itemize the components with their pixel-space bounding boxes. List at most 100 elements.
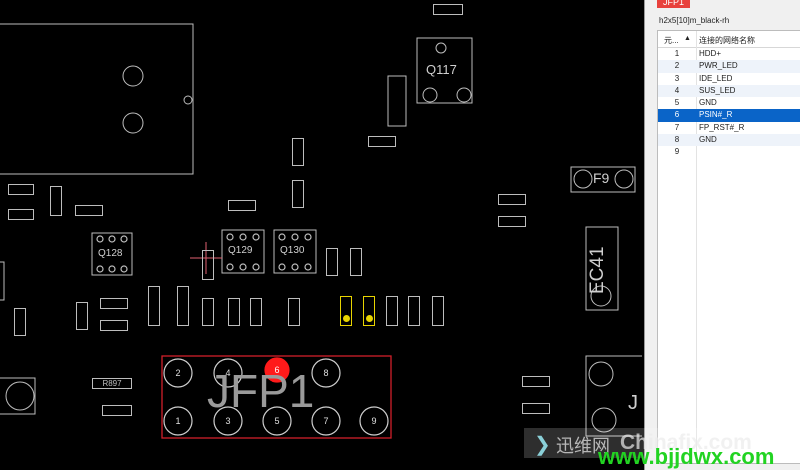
sort-arrow-icon[interactable]: ▲ [684,35,691,42]
table-row[interactable]: 7 FP_RST#_R [658,122,800,134]
col-header-pin[interactable]: 元... [664,36,679,45]
smd-part [292,138,304,166]
smd-part [288,298,300,326]
connector-outline [0,23,194,175]
net-list-panel: JFP1 h2x5[10]m_black-rh 元... ▲ 连接的网络名称 1… [644,0,800,470]
table-row[interactable]: 6 PSIN#_R [658,109,800,122]
smd-part [228,298,240,326]
jfp1-pin-pad[interactable] [311,358,341,388]
jfp1-pin-number: 5 [274,416,279,426]
jfp1-pin-pad[interactable] [359,406,389,436]
table-row[interactable]: 1 HDD+ [658,48,800,60]
jfp1-pin-number: 7 [323,416,328,426]
smd-part [522,403,550,414]
smd-part [350,248,362,276]
highlight-pad-icon [366,315,373,322]
highlight-pad-icon [343,315,350,322]
smd-part [8,209,34,220]
ec41-label: EC41 [587,246,608,294]
pin-number: 7 [674,122,680,132]
net-name: IDE_LED [699,73,733,83]
watermark-url: www.bjjdwx.com [598,444,775,469]
jfp1-pin-pad[interactable] [163,406,193,436]
watermark-brand-cn: 迅维网 [556,436,610,456]
smd-part [228,200,256,211]
r897-part: R897 [92,378,132,389]
smd-part [432,296,444,326]
smd-part [14,308,26,336]
smd-part [386,296,398,326]
jfp1-outline [161,355,392,439]
col-header-net[interactable]: 连接的网络名称 [699,36,755,45]
f9-outline [570,166,636,193]
smd-part [148,286,160,326]
jfp1-pin-number: 6 [274,365,279,375]
q128-outline [91,232,133,276]
smd-part [177,286,189,326]
net-name: PSIN#_R [699,110,733,120]
net-name: GND [699,135,717,145]
pin-number: 6 [674,110,680,120]
mount-hole [122,112,144,134]
table-row[interactable]: 8 GND [658,134,800,147]
smd-part [408,296,420,326]
pin-number: 8 [674,135,680,145]
q117-outline [416,37,473,104]
q129-outline [221,229,265,274]
table-row[interactable]: 4 SUS_LED [658,84,800,98]
smd-part [75,205,103,216]
q130-outline [273,229,317,274]
ec41-outline [585,226,619,311]
f9-label: F9 [593,170,610,186]
connector-letter: J [628,392,638,414]
pin-number: 1 [674,49,680,58]
smd-part [498,216,526,227]
jfp1-pin-number: 8 [323,368,328,378]
smd-part [50,186,62,216]
jfp1-pin-number: 2 [175,368,180,378]
jfp1-pin-pad[interactable] [163,358,193,388]
smd-part [202,298,214,326]
pin-number: 3 [674,73,680,83]
smd-part [250,298,262,326]
highlighted-part [340,296,352,326]
jfp1-pin-pad[interactable] [213,358,243,388]
part-name: h2x5[10]m_black-rh [659,16,730,25]
pin-number: 5 [674,98,680,108]
mount-hole [122,65,144,87]
watermark-logo-icon: ❯ [534,434,551,456]
jfp1-pin-pad[interactable] [213,406,243,436]
r897-label: R897 [102,378,122,388]
watermark-brand-en: Chinafix.com [620,431,752,454]
highlighted-part [363,296,375,326]
pin-number: 4 [674,85,680,95]
q117-label: Q117 [426,62,457,77]
table-row[interactable]: 9 [658,146,800,158]
smd-part [100,298,128,309]
smd-part [102,405,132,416]
jfp1-pin-number: 1 [175,416,180,426]
smd-part [100,320,128,331]
net-name: HDD+ [699,49,722,58]
jfp1-pin-pad[interactable] [264,357,290,383]
net-name: FP_RST#_R [699,122,745,132]
net-name: SUS_LED [699,85,736,95]
smd-part [292,180,304,208]
smd-part [498,194,526,205]
jfp1-pin-pad[interactable] [311,406,341,436]
component-tab[interactable]: JFP1 [657,0,691,8]
table-row[interactable]: 3 IDE_LED [658,73,800,85]
jfp1-pin-pad[interactable] [262,406,292,436]
smd-part [8,184,34,195]
crosshair-cursor [190,242,222,274]
watermark: ❯ 迅维网 Chinafix.com www.bjjdwx.com [524,428,800,470]
pin-number: 9 [674,147,680,157]
net-name: PWR_LED [699,61,738,71]
q129-label: Q129 [228,245,253,256]
